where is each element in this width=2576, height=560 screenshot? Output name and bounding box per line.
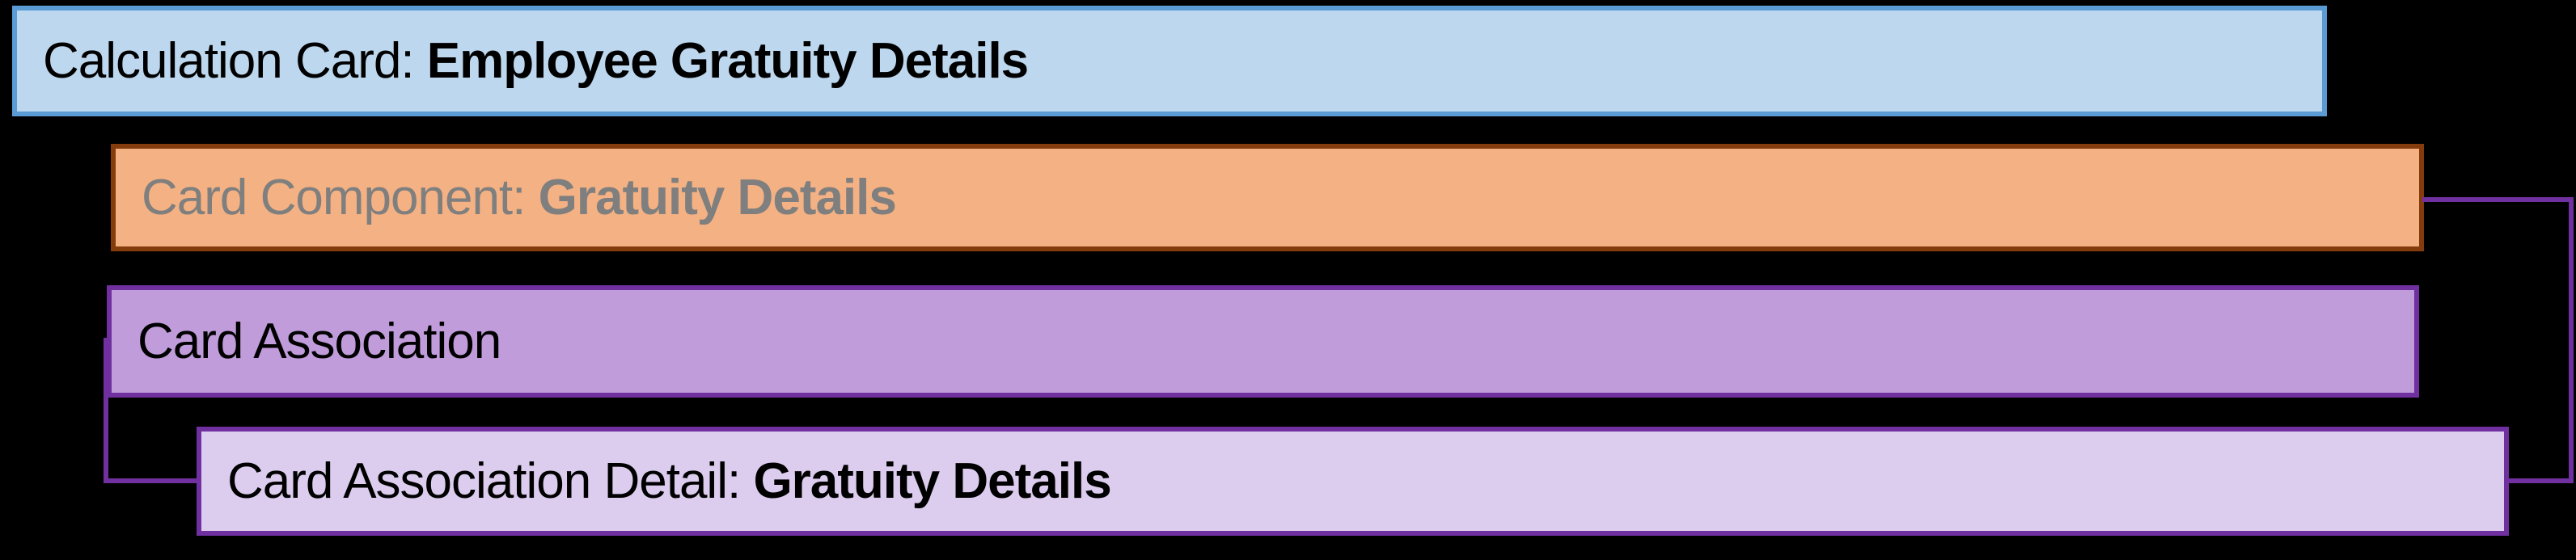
card-component-label-bold: Gratuity Details <box>538 170 897 225</box>
connector-association-to-detail-vertical <box>104 338 108 483</box>
connector-component-to-detail-horizontal-top <box>2422 197 2574 202</box>
card-association-box: Card Association <box>107 285 2419 398</box>
connector-component-to-detail-horizontal-bottom <box>2509 478 2574 483</box>
connector-association-to-detail-horizontal <box>104 478 199 483</box>
card-association-detail-label: Card Association Detail: <box>227 453 754 509</box>
card-component-box: Card Component: Gratuity Details <box>111 144 2424 251</box>
connector-component-to-detail-vertical <box>2569 197 2574 483</box>
card-association-detail-box: Card Association Detail: Gratuity Detail… <box>197 427 2509 536</box>
calculation-card-label: Calculation Card: <box>43 33 427 89</box>
calculation-card-label-bold: Employee Gratuity Details <box>426 33 1029 89</box>
card-association-label: Card Association <box>137 314 501 369</box>
card-component-label: Card Component: <box>142 170 539 225</box>
card-association-detail-label-bold: Gratuity Details <box>753 453 1111 509</box>
calculation-card-box: Calculation Card: Employee Gratuity Deta… <box>12 6 2327 116</box>
